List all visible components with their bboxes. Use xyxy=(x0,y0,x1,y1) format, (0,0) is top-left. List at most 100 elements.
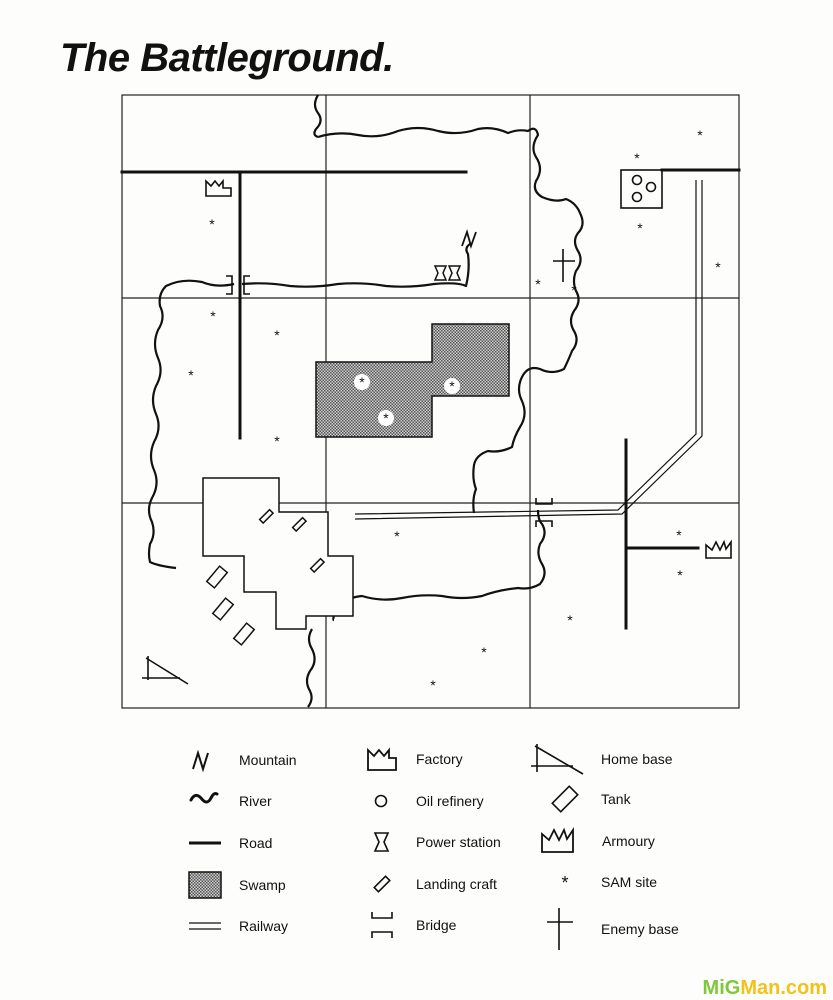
svg-text:*: * xyxy=(637,220,643,236)
river xyxy=(147,94,584,708)
factory-icon xyxy=(367,747,397,771)
legend-label: Road xyxy=(239,835,273,851)
svg-text:*: * xyxy=(359,374,365,390)
legend-label: Bridge xyxy=(416,917,457,933)
landing-craft-icon xyxy=(373,875,391,893)
legend-label: SAM site xyxy=(601,874,658,890)
railway xyxy=(354,180,703,520)
power-station-icon xyxy=(373,832,390,852)
legend-label: Factory xyxy=(416,751,463,767)
svg-text:*: * xyxy=(535,276,541,292)
legend-sam-site: * SAM site xyxy=(543,867,657,897)
svg-text:*: * xyxy=(561,873,568,893)
legend-label: Swamp xyxy=(239,877,286,893)
svg-text:*: * xyxy=(676,527,682,543)
legend-label: Power station xyxy=(416,834,501,850)
roads xyxy=(120,168,741,630)
tank-icon xyxy=(551,785,579,813)
svg-text:*: * xyxy=(210,308,216,324)
svg-text:*: * xyxy=(274,433,280,449)
legend-label: Oil refinery xyxy=(416,793,484,809)
landing-craft-icon xyxy=(309,557,326,574)
landing-craft-group xyxy=(258,508,326,574)
legend-bridge: Bridge xyxy=(362,910,456,940)
watermark-part1: MiG xyxy=(702,977,741,999)
legend-label: Tank xyxy=(601,791,631,807)
swamp-icon xyxy=(188,871,222,899)
bridge-icon xyxy=(535,498,553,505)
tanks xyxy=(205,565,256,646)
home-base-icon xyxy=(142,656,189,685)
legend-label: Railway xyxy=(239,918,289,934)
factory-icon xyxy=(205,178,232,197)
legend-label: Mountain xyxy=(239,752,297,768)
svg-text:*: * xyxy=(481,644,487,660)
sam-site-icon xyxy=(378,410,394,426)
watermark: MiGMan.com xyxy=(703,977,827,1000)
bridge-icon xyxy=(226,275,233,295)
svg-text:*: * xyxy=(697,127,703,143)
legend-home-base: Home base xyxy=(527,742,673,776)
swamp-area xyxy=(315,323,510,438)
svg-text:*: * xyxy=(677,567,683,583)
svg-text:*: * xyxy=(209,216,215,232)
sam-site-icon: * xyxy=(561,873,568,893)
power-station-icon xyxy=(433,265,462,281)
legend-label: Landing craft xyxy=(416,876,497,892)
legend-power-station: Power station xyxy=(362,827,501,857)
legend-label: Enemy base xyxy=(601,921,679,937)
legend-armoury: Armoury xyxy=(538,826,655,856)
tank-icon xyxy=(211,597,235,621)
landing-craft-icon xyxy=(258,508,275,525)
sam-site-icon xyxy=(444,378,460,394)
legend-tank: Tank xyxy=(543,784,631,814)
svg-text:*: * xyxy=(383,410,389,426)
legend-enemy-base: Enemy base xyxy=(543,906,679,952)
tank-icon xyxy=(232,622,256,646)
page-title: The Battleground. xyxy=(60,36,394,80)
sam-sites: * * * * * * * * * * * * * * * * * xyxy=(188,127,721,693)
railway-icon xyxy=(189,922,221,930)
legend-landing-craft: Landing craft xyxy=(362,869,497,899)
bridge-icon xyxy=(243,275,250,295)
tank-icon xyxy=(205,565,229,589)
enemy-base-icon xyxy=(553,249,575,282)
svg-text:*: * xyxy=(567,612,573,628)
legend-road: Road xyxy=(185,828,272,858)
enemy-base-icon xyxy=(547,908,573,950)
bridge-icon xyxy=(535,520,553,527)
road-icon xyxy=(189,841,221,845)
mountain-icon xyxy=(461,229,477,249)
legend-label: Home base xyxy=(601,751,673,767)
oil-refinery-icon xyxy=(620,169,663,209)
bridge-icon xyxy=(371,912,393,938)
landing-craft-icon xyxy=(291,516,308,533)
armoury-icon xyxy=(541,827,574,853)
swamp-sam-sites xyxy=(354,374,460,426)
svg-text:*: * xyxy=(634,150,640,166)
oil-refinery-icon xyxy=(374,794,388,808)
armoury-icon xyxy=(705,539,732,559)
svg-text:*: * xyxy=(188,367,194,383)
mountain-icon xyxy=(192,749,209,773)
battleground-map: * * * xyxy=(120,94,741,709)
legend-river: River xyxy=(185,786,272,816)
svg-text:*: * xyxy=(394,528,400,544)
home-base-icon xyxy=(531,744,584,775)
legend-factory: Factory xyxy=(362,744,463,774)
sam-site-icon xyxy=(354,374,370,390)
legend-label: River xyxy=(239,793,272,809)
legend-mountain: Mountain xyxy=(185,745,297,775)
svg-text:*: * xyxy=(449,378,455,394)
svg-text:*: * xyxy=(571,282,577,298)
landing-zone xyxy=(202,477,354,630)
svg-text:*: * xyxy=(715,259,721,275)
watermark-part2: Man.com xyxy=(740,977,827,999)
legend-railway: Railway xyxy=(185,911,288,941)
legend-oil-refinery: Oil refinery xyxy=(362,786,484,816)
legend-swamp: Swamp xyxy=(185,870,286,900)
legend-label: Armoury xyxy=(602,833,655,849)
bridges xyxy=(226,275,553,527)
svg-text:*: * xyxy=(430,677,436,693)
svg-text:*: * xyxy=(274,327,280,343)
